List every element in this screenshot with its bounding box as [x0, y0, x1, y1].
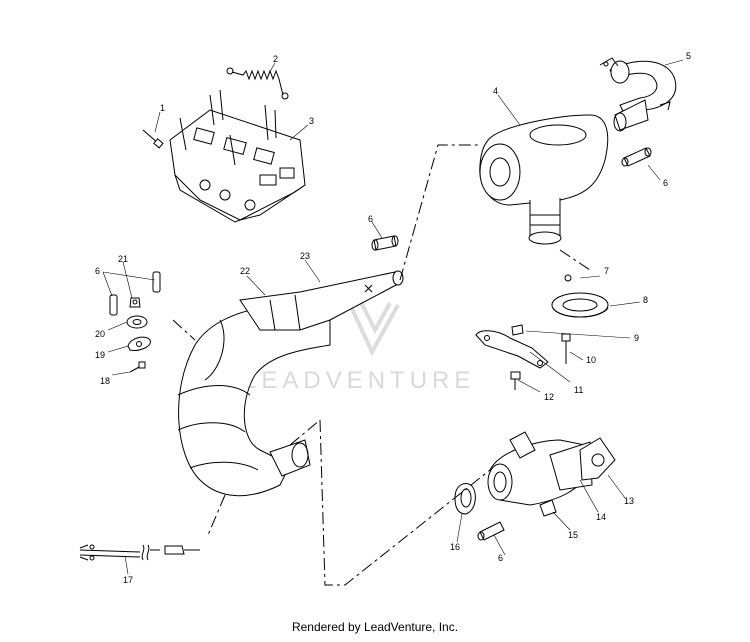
- bolt-part: [142, 129, 164, 149]
- callout-19: 19: [95, 350, 105, 360]
- gasket-part: [551, 274, 609, 318]
- callout-9: 9: [634, 333, 639, 343]
- sensor-cable-part: [79, 544, 200, 561]
- callout-11: 11: [574, 385, 583, 395]
- callout-3: 3: [309, 116, 314, 126]
- callout-21: 21: [118, 254, 128, 264]
- callout-8: 8: [643, 295, 648, 305]
- callout-7: 7: [604, 266, 609, 276]
- callout-4: 4: [493, 86, 498, 96]
- callout-2: 2: [273, 54, 278, 64]
- tail-pipe-part: [599, 57, 677, 132]
- callout-labels: 1 2 3 4 5 6 6 6 6 6 7 8 9 10 11 12 13 14…: [95, 51, 691, 585]
- spring-part: [226, 67, 289, 100]
- callout-6c: 6: [95, 266, 100, 276]
- callout-6a: 6: [663, 178, 668, 188]
- callout-6b: 6: [368, 214, 373, 224]
- callout-12: 12: [544, 392, 554, 402]
- watermark-text: LEADVENTURE: [243, 367, 475, 394]
- expansion-chamber-part: [177, 270, 404, 497]
- callout-20: 20: [95, 329, 105, 339]
- left-mounting-hardware: [109, 271, 161, 373]
- callout-1: 1: [160, 103, 165, 113]
- callout-22: 22: [240, 266, 250, 276]
- exhaust-manifold-assembly: [454, 431, 616, 541]
- callout-17: 17: [123, 575, 133, 585]
- leader-lines: [102, 59, 684, 575]
- callout-15: 15: [568, 530, 578, 540]
- leadventure-watermark: LEADVENTURE: [243, 299, 475, 394]
- muffler-part: [479, 114, 609, 245]
- assembly-lines: [172, 144, 591, 586]
- callout-16: 16: [450, 542, 460, 552]
- grommet-part-6b: [371, 235, 399, 251]
- grommet-part-6a: [621, 147, 652, 167]
- callout-13: 13: [624, 496, 634, 506]
- engine-mount-bracket-part: [169, 89, 306, 223]
- footer-credit: Rendered by LeadVenture, Inc.: [291, 620, 459, 634]
- callout-14: 14: [596, 512, 606, 522]
- callout-23: 23: [300, 251, 310, 261]
- callout-18: 18: [100, 376, 110, 386]
- callout-10: 10: [586, 355, 596, 365]
- support-bracket-part: [475, 324, 571, 390]
- callout-6d: 6: [498, 553, 503, 563]
- callout-5: 5: [686, 51, 691, 61]
